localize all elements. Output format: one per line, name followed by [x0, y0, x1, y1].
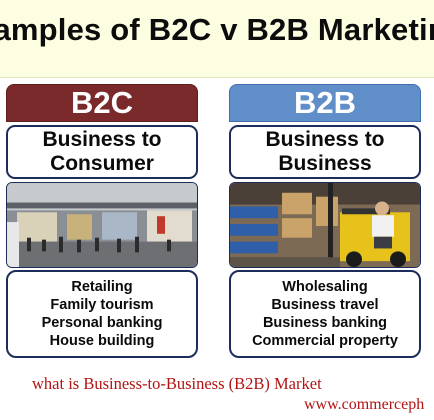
website-watermark: www.commerceph — [304, 396, 425, 413]
shopping-mall-photo — [6, 182, 198, 268]
b2c-examples-list: Retailing Family tourism Personal bankin… — [6, 270, 198, 358]
b2c-subtitle-line2: Consumer — [50, 152, 154, 175]
warehouse-forklift-photo — [229, 182, 421, 268]
caption: what is Business-to-Business (B2B) Marke… — [32, 374, 322, 393]
b2b-subtitle-box: Business to Business — [229, 125, 421, 179]
b2b-header: B2B — [229, 84, 421, 122]
list-item: Personal banking — [41, 315, 163, 331]
b2c-subtitle-line1: Business to — [42, 128, 162, 151]
list-item: Business banking — [262, 315, 388, 331]
list-item: House building — [49, 333, 155, 349]
b2c-header: B2C — [6, 84, 198, 122]
b2b-subtitle-line2: Business — [278, 152, 372, 175]
title-band: xamples of B2C v B2B Marketin — [0, 0, 434, 78]
list-item: Family tourism — [50, 297, 154, 313]
b2b-subtitle-line1: Business to — [265, 128, 385, 151]
b2c-subtitle-box: Business to Consumer — [6, 125, 198, 179]
list-item: Wholesaling — [282, 279, 368, 295]
list-item: Business travel — [271, 297, 379, 313]
slide-title: xamples of B2C v B2B Marketin — [0, 12, 434, 47]
b2b-examples-list: Wholesaling Business travel Business ban… — [229, 270, 421, 358]
list-item: Retailing — [71, 279, 133, 295]
b2c-column: B2C Business to Consumer Retailing Fami — [6, 84, 198, 358]
list-item: Commercial property — [252, 333, 398, 349]
b2b-column: B2B Business to Business — [229, 84, 421, 358]
